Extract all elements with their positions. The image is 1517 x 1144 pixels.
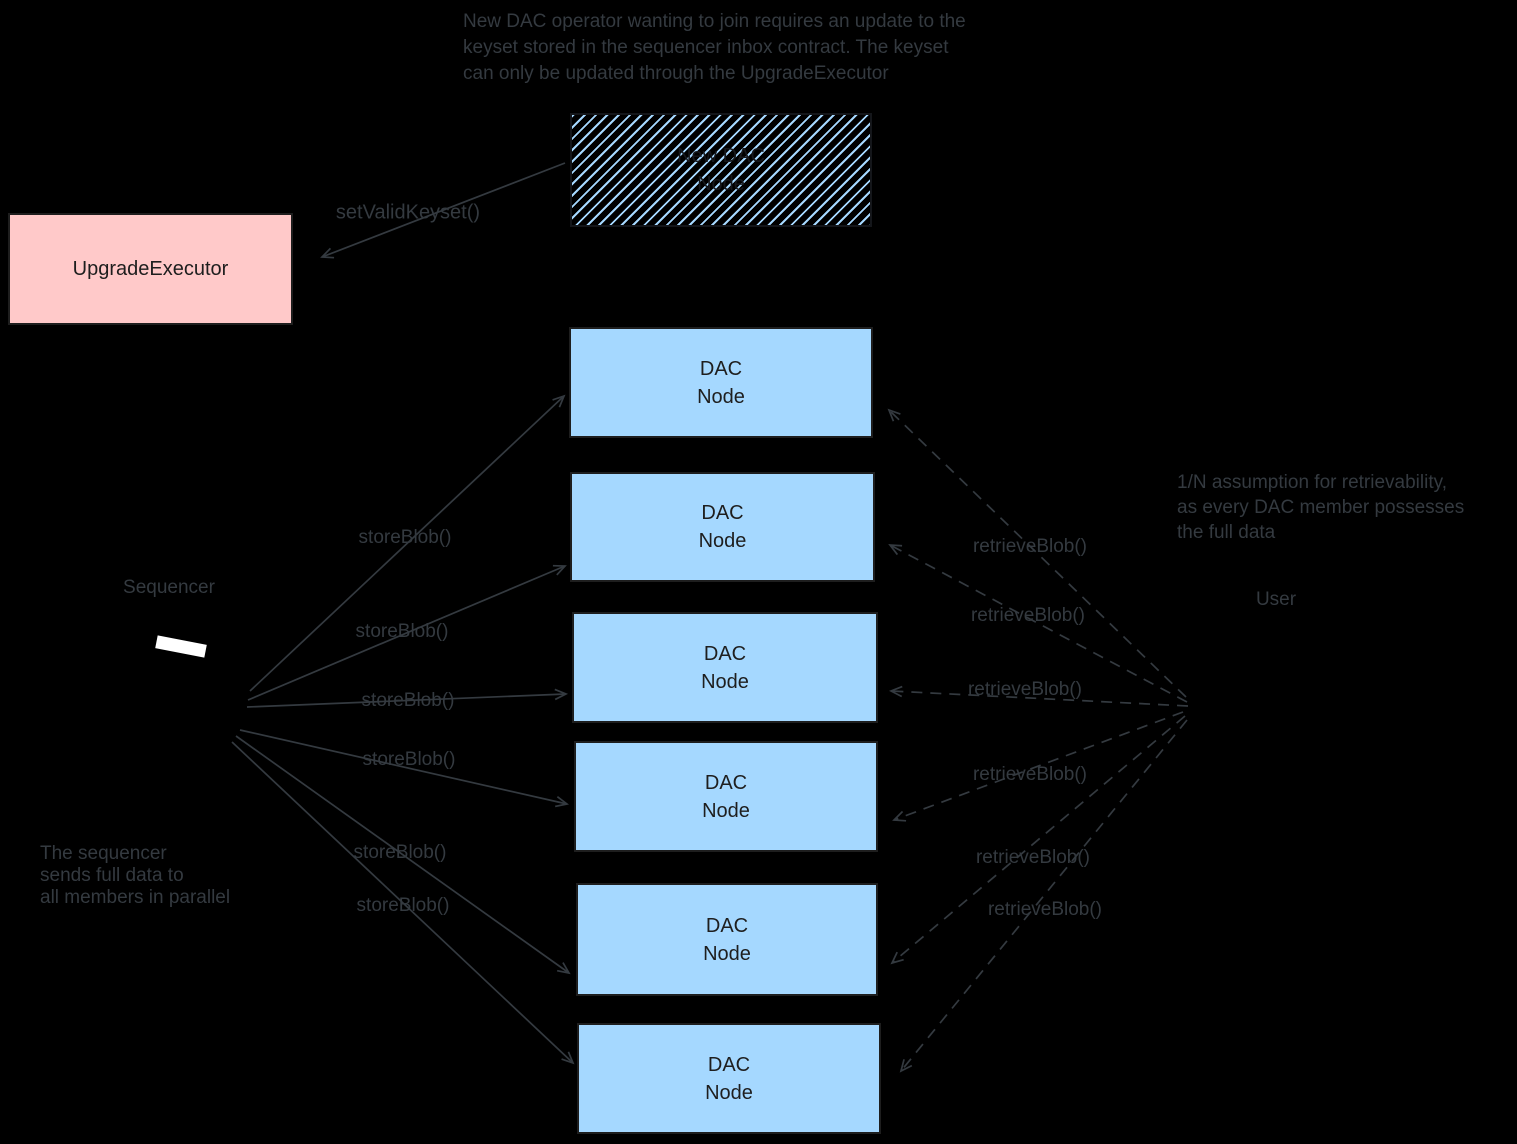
retrieve-blob-label-6: retrieveBlob(): [987, 899, 1103, 920]
dac-node-box-1: DAC Node: [569, 327, 873, 438]
store-blob-label-1: storeBlob(): [358, 527, 452, 548]
store-blob-arrow-6: [231, 741, 575, 1065]
retrieve-blob-label-3: retrieveBlob(): [967, 679, 1083, 700]
retrieve-blob-arrow-1: [887, 408, 1187, 698]
store-blob-label-3: storeBlob(): [361, 690, 455, 711]
retrieve-blob-arrow-4: [892, 711, 1184, 822]
retrieve-blob-label-4: retrieveBlob(): [972, 764, 1088, 785]
store-blob-label-6: storeBlob(): [356, 895, 450, 916]
user-label: User: [1255, 589, 1297, 610]
dac-node-label: DAC Node: [705, 1053, 753, 1104]
store-blob-arrow-4: [239, 729, 570, 808]
sequencer-note: The sequencer sends full data to all mem…: [40, 843, 231, 908]
dac-node-label: DAC Node: [702, 771, 750, 822]
retrievability-note: 1/N assumption for retrievability, as ev…: [1177, 472, 1465, 543]
retrieve-blob-arrow-5: [890, 715, 1186, 965]
store-blob-arrow-3: [246, 688, 569, 708]
retrieve-blob-arrow-3: [888, 685, 1189, 707]
dac-node-box-4: DAC Node: [574, 741, 878, 852]
dac-node-box-3: DAC Node: [572, 612, 878, 723]
dac-node-box-6: DAC Node: [577, 1023, 881, 1134]
new-dac-node-box: New DAC Node: [570, 113, 872, 227]
sequencer-label: Sequencer: [123, 577, 215, 598]
store-blob-label-5: storeBlob(): [353, 842, 447, 863]
dac-node-label: DAC Node: [701, 642, 749, 693]
dac-node-label: DAC Node: [698, 502, 747, 552]
set-valid-keyset-label: setValidKeyset(): [335, 201, 481, 224]
upgrade-executor-box: UpgradeExecutor: [8, 213, 293, 325]
dac-node-label: DAC Node: [697, 357, 745, 408]
dac-node-label: DAC Node: [703, 914, 751, 965]
store-blob-arrow-5: [235, 735, 571, 975]
keyset-update-note: New DAC operator wanting to join require…: [463, 11, 966, 84]
dac-node-box-2: DAC Node: [570, 472, 875, 582]
retrieve-blob-label-1: retrieveBlob(): [972, 536, 1088, 557]
dac-node-box-5: DAC Node: [576, 883, 878, 996]
retrieve-blob-label-2: retrieveBlob(): [970, 605, 1086, 626]
store-blob-label-4: storeBlob(): [362, 749, 456, 770]
store-blob-arrow-2: [247, 564, 567, 701]
new-dac-node-label: New DAC Node: [677, 145, 765, 195]
store-blob-arrow-1: [249, 394, 566, 692]
retrieve-blob-label-5: retrieveBlob(): [975, 847, 1091, 868]
store-blob-label-2: storeBlob(): [355, 621, 449, 642]
upgrade-executor-label: UpgradeExecutor: [72, 258, 229, 280]
set-valid-keyset-arrow: [320, 162, 566, 259]
